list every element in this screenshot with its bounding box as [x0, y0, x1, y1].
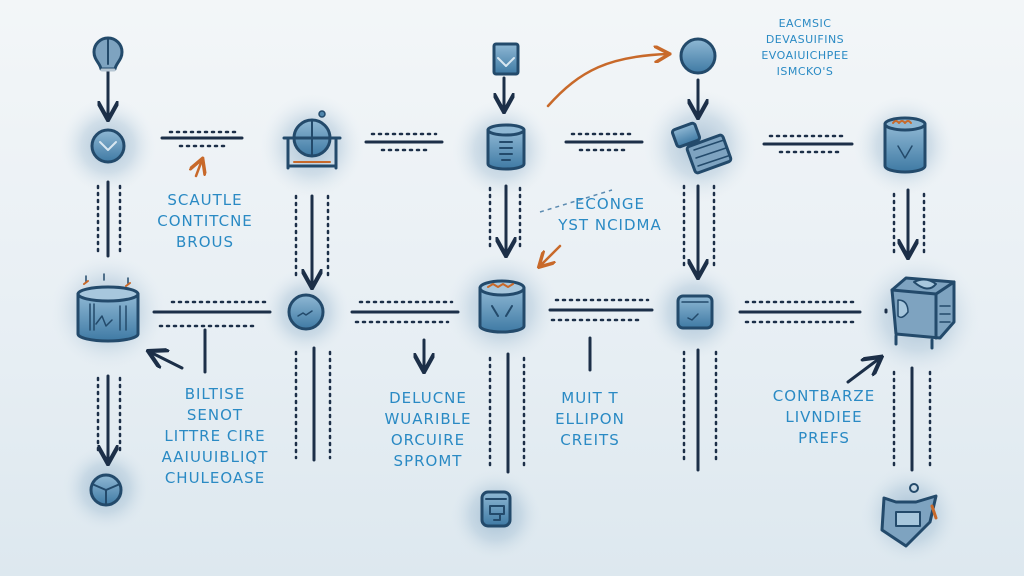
- cube-circle-icon[interactable]: [89, 473, 123, 507]
- biltise-label: BILTISE SENOT LITTRE CIRE AAIUUIBLIQT CH…: [161, 385, 269, 487]
- connector: [846, 358, 880, 384]
- inbox-box-icon[interactable]: [492, 42, 520, 76]
- top-right-note: EACMSIC DEVASUIFINS EVOAIUICHPEE ISMCKO'…: [761, 17, 849, 78]
- bucket-cylinder-icon[interactable]: [478, 279, 526, 334]
- econge-label: ECONGE YST NCIDMA: [558, 195, 662, 234]
- computer-keyboard-icon[interactable]: [670, 121, 733, 175]
- dotted-annotations: [96, 130, 932, 468]
- chart-cylinder-icon[interactable]: [76, 273, 140, 343]
- lightbulb-icon[interactable]: [92, 36, 124, 72]
- delucne-label: DELUCNE WUARIBLE ORCUIRE SPROMT: [384, 389, 472, 470]
- filter-box-icon[interactable]: [480, 490, 512, 528]
- connectors: [108, 68, 912, 474]
- curved-arrow: [546, 54, 668, 108]
- accent-arrows: [196, 54, 668, 266]
- storage-cylinder-icon[interactable]: [883, 116, 927, 174]
- gauge-circle-icon[interactable]: [287, 293, 325, 331]
- shield-badge-icon[interactable]: [880, 483, 938, 548]
- scautle-label: SCAUTLE CONTITCNE BROUS: [157, 191, 253, 251]
- sphere-icon[interactable]: [679, 37, 717, 75]
- short-arrow: [540, 244, 562, 266]
- tablet-icon[interactable]: [676, 294, 714, 330]
- connector: [150, 352, 184, 370]
- down-chevron-circle-icon[interactable]: [90, 128, 126, 164]
- muit-label: MUIT T ELLIPON CREITS: [555, 389, 625, 449]
- database-stack-icon[interactable]: [486, 123, 526, 171]
- contbarze-label: CONTBARZE LIVNDIEE PREFS: [772, 387, 876, 447]
- server-unit-icon[interactable]: [890, 276, 956, 350]
- short-arrow: [196, 160, 202, 178]
- globe-on-stand-icon[interactable]: [282, 110, 342, 170]
